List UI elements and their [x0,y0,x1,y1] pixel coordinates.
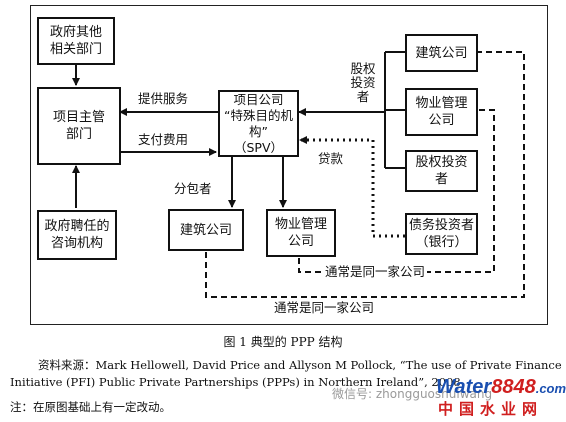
equity-investor-label: 股权投资者 [415,155,468,187]
debt-investor-box: 债务投资者（银行） [405,213,478,255]
spv-box: 项目公司 “特殊目的机构” （SPV） [218,90,299,157]
consult-box: 政府聘任的咨询机构 [37,210,117,260]
arrow-loan [299,136,405,238]
construction-right-label: 建筑公司 [415,45,468,61]
note-line: 注：在原图基础上有一定改动。 [10,400,171,414]
project-dept-label: 项目主管部门 [53,110,106,142]
source-line-2: Initiative (PFI) Public Private Partners… [10,375,461,389]
property-bottom-box: 物业管理公司 [266,209,336,257]
site-logo: Water8848.com [436,376,566,398]
construction-bottom-box: 建筑公司 [168,209,244,251]
source-line-1: 资料来源：Mark Hellowell, David Price and All… [38,358,562,372]
equity-investor-box: 股权投资者 [405,150,478,192]
same-company-label-2: 通常是同一家公司 [274,300,375,315]
dashed-same-company-2 [205,51,525,298]
consult-label: 政府聘任的咨询机构 [44,219,110,251]
figure-caption: 图 1 典型的 PPP 结构 [223,335,343,349]
debt-investor-label: 债务投资者（银行） [408,218,474,250]
construction-right-box: 建筑公司 [405,34,478,72]
gov-other-dept-box: 政府其他相关部门 [37,17,115,65]
site-logo-cn: 中国水业网 [438,400,544,418]
provide-service-label: 提供服务 [138,91,189,106]
subcontractor-label: 分包者 [174,181,212,196]
spv-label: 项目公司 “特殊目的机构” （SPV） [224,91,293,155]
gov-other-dept-label: 政府其他相关部门 [49,25,102,57]
loan-label: 贷款 [318,151,344,166]
property-bottom-label: 物业管理公司 [274,217,327,249]
equity-label: 股权投资者 [350,61,376,104]
pay-fee-label: 支付费用 [138,132,189,147]
wechat-watermark: 微信号: zhongguoshuiwang [332,387,493,401]
property-right-box: 物业管理公司 [405,88,478,136]
same-company-label-1: 通常是同一家公司 [323,264,428,279]
property-right-label: 物业管理公司 [415,96,468,128]
diagram-frame [30,5,548,325]
construction-bottom-label: 建筑公司 [179,222,232,238]
project-dept-box: 项目主管部门 [37,87,121,165]
